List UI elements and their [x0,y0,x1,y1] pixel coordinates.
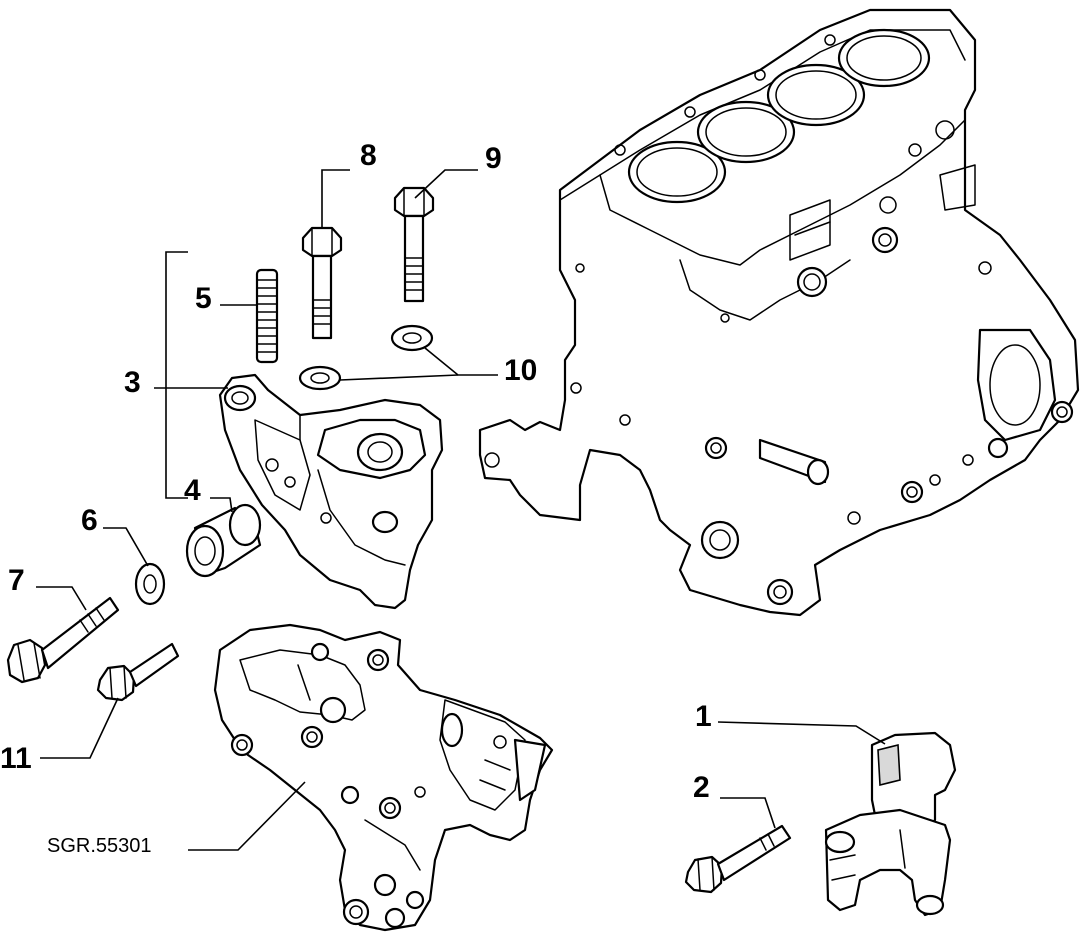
mounting-bracket [213,623,554,932]
callout-8: 8 [360,139,377,172]
callout-labels: 1 2 3 4 5 6 7 8 9 10 11 SGR.55301 [0,139,712,857]
callout-9: 9 [485,142,502,175]
washer-10b [390,324,434,352]
callout-4: 4 [184,474,201,507]
callout-11: 11 [0,742,32,775]
bolt-2 [684,824,792,894]
engine-block [478,8,1080,617]
callout-1: 1 [695,700,712,733]
bushing [185,503,262,578]
sensor-bracket [824,731,957,917]
stud-5 [255,268,279,364]
callout-6: 6 [81,504,98,537]
bolt-9 [393,186,435,303]
bolt-11 [96,642,180,702]
leader-lines [36,169,886,851]
support-bracket [218,373,444,610]
reference-code: SGR.55301 [47,835,152,857]
bolt-8 [301,226,343,340]
callout-10: 10 [504,354,537,387]
callout-5: 5 [195,282,212,315]
callout-2: 2 [693,771,710,804]
callout-3: 3 [124,366,141,399]
washer-6 [134,562,166,606]
washer-10a [298,365,342,391]
callout-7: 7 [8,564,25,597]
bolt-7 [6,596,120,684]
